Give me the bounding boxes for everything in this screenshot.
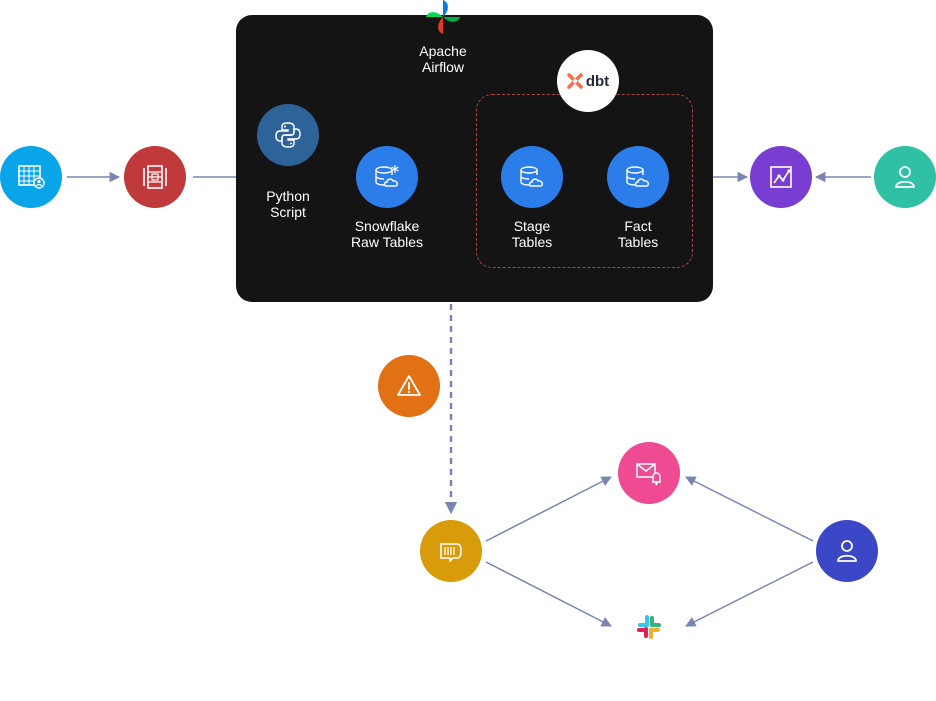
dbt-label: dbt (585, 72, 610, 90)
airflow-label-line2: Airflow (421, 59, 464, 75)
airflow-pinwheel-icon (426, 0, 460, 34)
bi-dashboard-node[interactable] (750, 146, 812, 208)
user-icon (895, 166, 915, 188)
python-script-node[interactable] (257, 104, 319, 166)
python-script-label: Python Script (228, 188, 348, 220)
dbt-logo-icon (567, 73, 583, 89)
fact-tables-line2: Tables (617, 234, 659, 250)
database-cloud-snowflake-icon (375, 165, 399, 187)
database-cloud-icon (520, 166, 543, 187)
chart-icon (770, 166, 792, 188)
aws-service-icon (143, 165, 167, 189)
alert-service-node[interactable] (420, 520, 482, 582)
fact-tables-node[interactable] (607, 146, 669, 208)
spreadsheet-user-icon (18, 165, 45, 189)
email-notification-node[interactable] (618, 442, 680, 504)
dbt-badge: dbt (557, 50, 619, 112)
snowflake-raw-label: Snowflake Raw Tables (327, 218, 447, 250)
business-user-node[interactable] (874, 146, 936, 208)
airflow-label-line1: Apache (419, 43, 467, 59)
warning-icon (397, 375, 421, 396)
edge-sns-to-email (485, 476, 612, 542)
snowflake-raw-node[interactable] (356, 146, 418, 208)
python-script-line1: Python (266, 188, 310, 204)
snowflake-raw-line1: Snowflake (354, 218, 420, 234)
airflow-label: Apache Airflow (383, 43, 503, 75)
user-icon (837, 540, 857, 562)
support-user-node[interactable] (816, 520, 878, 582)
failure-alert-node[interactable] (378, 355, 440, 417)
edge-user-to-slack (685, 561, 814, 627)
python-icon (275, 122, 301, 148)
fact-tables-line1: Fact (624, 218, 652, 234)
python-script-line2: Script (270, 204, 306, 220)
edge-user-to-email (685, 476, 814, 542)
email-bell-icon (636, 463, 661, 486)
source-spreadsheet-node[interactable] (0, 146, 62, 208)
stage-tables-label: Stage Tables (472, 218, 592, 250)
edge-sns-to-slack (485, 561, 612, 627)
stage-tables-line2: Tables (511, 234, 553, 250)
database-cloud-icon (626, 166, 649, 187)
aws-lambda-node[interactable] (124, 146, 186, 208)
snowflake-raw-line2: Raw Tables (350, 234, 424, 250)
slack-icon[interactable] (634, 612, 664, 642)
stage-tables-line1: Stage (513, 218, 551, 234)
stage-tables-node[interactable] (501, 146, 563, 208)
fact-tables-label: Fact Tables (578, 218, 698, 250)
aws-sns-icon (440, 543, 462, 563)
